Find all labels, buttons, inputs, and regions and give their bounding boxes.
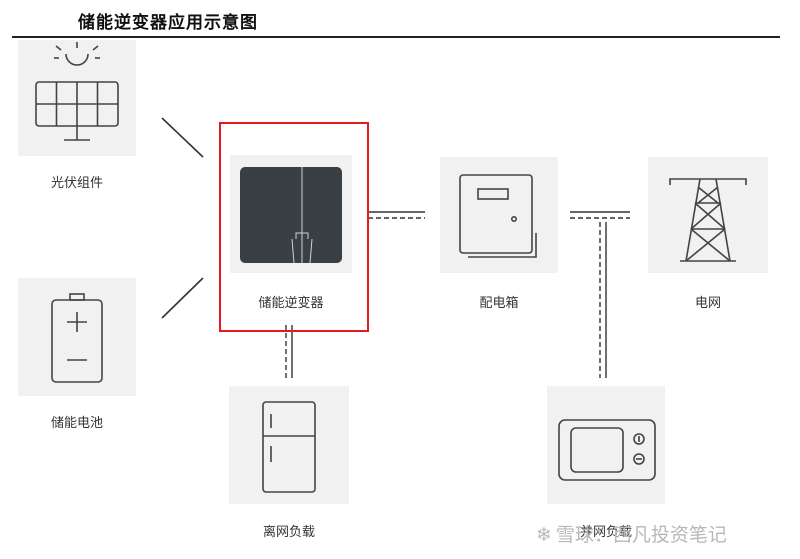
inverter-to-offgrid-load-line: [285, 325, 293, 378]
inverter-highlight-frame: [219, 122, 369, 332]
distribution-box-label: 配电箱: [479, 296, 519, 311]
off-grid-load-label: 离网负载: [262, 525, 315, 540]
grid-load-tile: [547, 386, 665, 504]
pv-label: 光伏组件: [50, 176, 103, 191]
inverter-label: 储能逆变器: [258, 296, 324, 311]
microwave-icon: [558, 419, 656, 481]
power-tower-icon: [669, 178, 747, 262]
grid-label: 电网: [694, 296, 721, 311]
inverter-to-box-line: [368, 211, 425, 219]
grid-to-grid-load-line: [599, 222, 607, 378]
refrigerator-icon: [262, 401, 316, 493]
distribution-box-tile: [440, 157, 558, 273]
diagram-title: 储能逆变器应用示意图: [78, 13, 258, 33]
pv-to-inverter-line: [161, 117, 204, 158]
off-grid-load-tile: [229, 386, 349, 504]
inverter-icon: [240, 167, 342, 264]
pv-tile: [18, 40, 136, 156]
grid-load-label: 并网负载: [579, 525, 632, 540]
battery-tile: [18, 278, 136, 396]
battery-icon: [51, 293, 103, 383]
battery-to-inverter-line: [161, 277, 204, 319]
watermark: ❄雪球：西凡投资笔记: [536, 520, 727, 547]
title-divider: [12, 36, 780, 38]
inverter-tile: [230, 155, 352, 273]
battery-label: 储能电池: [50, 416, 103, 431]
solar-panel-icon: [35, 42, 119, 141]
grid-tile: [648, 157, 768, 273]
watermark-text: 雪球：西凡投资笔记: [555, 524, 727, 546]
distribution-box-icon: [459, 174, 537, 258]
box-to-grid-line: [570, 211, 630, 219]
snowball-icon: ❄: [536, 524, 552, 546]
